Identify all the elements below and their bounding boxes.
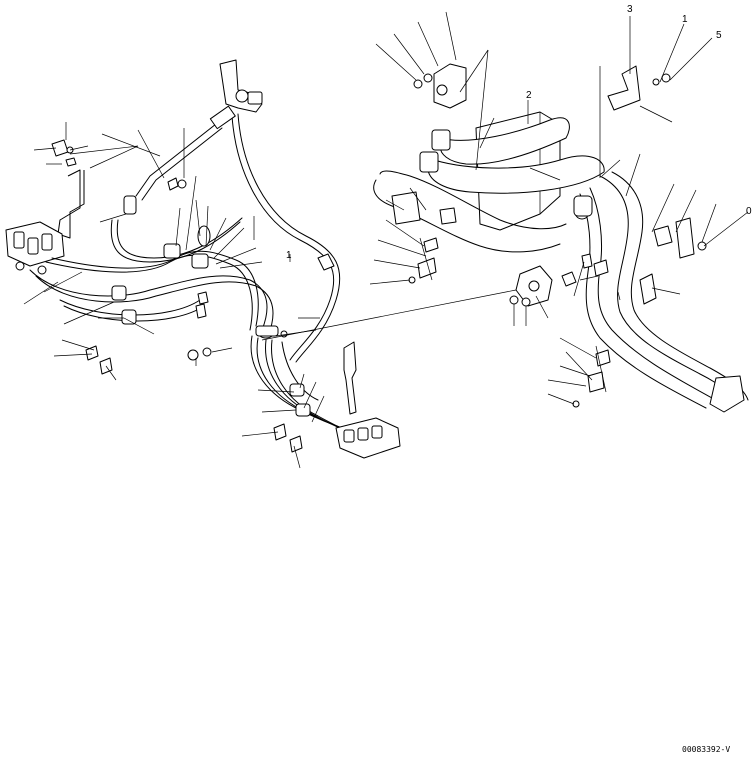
stacked-hardware-left xyxy=(408,237,439,284)
long-hose xyxy=(231,113,341,363)
top-elbow-bracket xyxy=(219,59,263,113)
left-pipe-loop xyxy=(373,170,567,253)
leader-lines-right xyxy=(369,11,749,405)
hose-lug xyxy=(317,253,335,271)
assembly-connection-line xyxy=(261,289,517,341)
hose-bundle-left xyxy=(29,217,274,337)
right-clips xyxy=(561,217,707,305)
left-hose-assembly xyxy=(5,59,401,459)
callout-1: 1 xyxy=(682,14,688,25)
top-mount-bracket xyxy=(413,63,467,109)
callout-1-left: 1 xyxy=(286,250,292,261)
callout-labels: 3 1 5 2 0 1 xyxy=(286,4,752,261)
left-bracket xyxy=(57,169,85,239)
callout-3: 3 xyxy=(627,4,633,15)
leader-lines-left xyxy=(23,122,325,469)
hose-clamps-left xyxy=(111,195,211,325)
bolts-left xyxy=(85,177,212,375)
callout-0: 0 xyxy=(746,206,752,217)
hose-clamp-bottom-1 xyxy=(289,383,305,397)
stacked-hardware-right xyxy=(572,345,611,408)
hose-clamp-bottom-2 xyxy=(295,403,311,417)
bottom-valve xyxy=(335,341,401,459)
callout-5: 5 xyxy=(716,30,722,41)
flange-plate xyxy=(509,265,553,307)
callout-2: 2 xyxy=(526,90,532,101)
bolt xyxy=(273,423,287,441)
bolt xyxy=(289,435,303,453)
side-bracket xyxy=(607,65,671,111)
left-valve-block xyxy=(5,221,65,275)
central-clamp xyxy=(255,325,288,339)
large-hoses xyxy=(419,117,605,194)
right-pipe-assembly xyxy=(373,63,749,413)
main-return-pipe xyxy=(573,171,749,413)
drawing-code: 00083392-V xyxy=(682,745,730,754)
hose-fitting xyxy=(209,105,236,130)
small-fittings-top-left xyxy=(51,139,77,167)
